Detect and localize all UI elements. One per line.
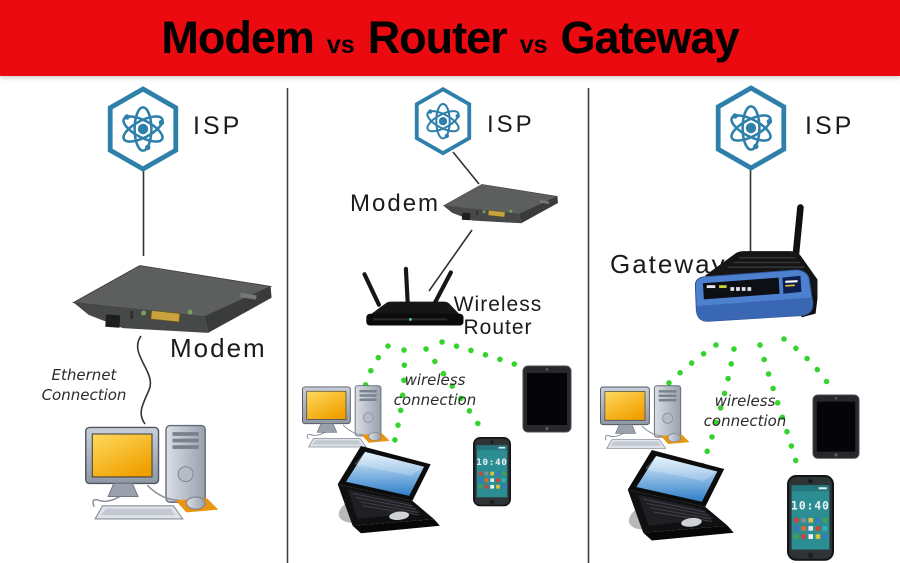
gateway-device — [684, 200, 826, 333]
wireless-connection-line2: connection — [703, 411, 787, 430]
tablet — [522, 365, 572, 433]
page-title: Modem vs Router vs Gateway — [161, 12, 740, 64]
isp-atom-icon — [711, 84, 791, 172]
title-separator-vs-2: vs — [519, 31, 548, 59]
isp-label: ISP — [487, 111, 535, 138]
wireless-connection-label: wireless connection — [695, 392, 795, 431]
desktop-computer — [300, 382, 392, 451]
laptop — [336, 446, 444, 539]
phone-clock: 10:40 — [791, 500, 830, 513]
ethernet-connection-line1: Ethernet — [51, 366, 117, 384]
title-word-router: Router — [367, 12, 508, 63]
wireless-router-label-line2: Router — [463, 316, 533, 340]
modem-device — [64, 258, 282, 343]
tablet — [812, 394, 860, 459]
wireless-router-label-line1: Wireless — [453, 293, 543, 316]
title-banner: Modem vs Router vs Gateway — [0, 0, 900, 76]
ethernet-connection-label: Ethernet Connection — [28, 366, 140, 405]
phone-clock: 10:40 — [476, 458, 507, 468]
wireless-connection-line1: wireless — [714, 392, 776, 410]
ethernet-connection-line2: Connection — [41, 385, 127, 404]
isp-atom-icon — [411, 86, 475, 156]
title-word-modem: Modem — [161, 12, 314, 63]
desktop-computer — [82, 420, 222, 525]
wireless-router-label: Wireless Router — [448, 293, 548, 339]
desktop-computer — [598, 382, 692, 452]
smartphone: 10:40 — [787, 475, 834, 561]
wireless-link-router-tablet — [439, 339, 537, 374]
isp-atom-icon — [103, 85, 183, 173]
title-word-gateway: Gateway — [560, 12, 740, 63]
modem-device — [438, 180, 564, 229]
wireless-connection-line2: connection — [393, 390, 477, 409]
modem-label: Modem — [170, 333, 267, 363]
wireless-link-gateway-tablet — [781, 336, 834, 391]
modem-label: Modem — [350, 190, 441, 217]
wireless-connection-line1: wireless — [404, 371, 466, 389]
gateway-label: Gateway — [610, 249, 727, 279]
smartphone: 10:40 — [473, 437, 511, 506]
isp-label: ISP — [805, 112, 855, 140]
title-separator-vs-1: vs — [326, 31, 355, 59]
laptop — [626, 450, 738, 546]
wireless-connection-label: wireless connection — [385, 371, 485, 410]
isp-label: ISP — [193, 112, 243, 140]
